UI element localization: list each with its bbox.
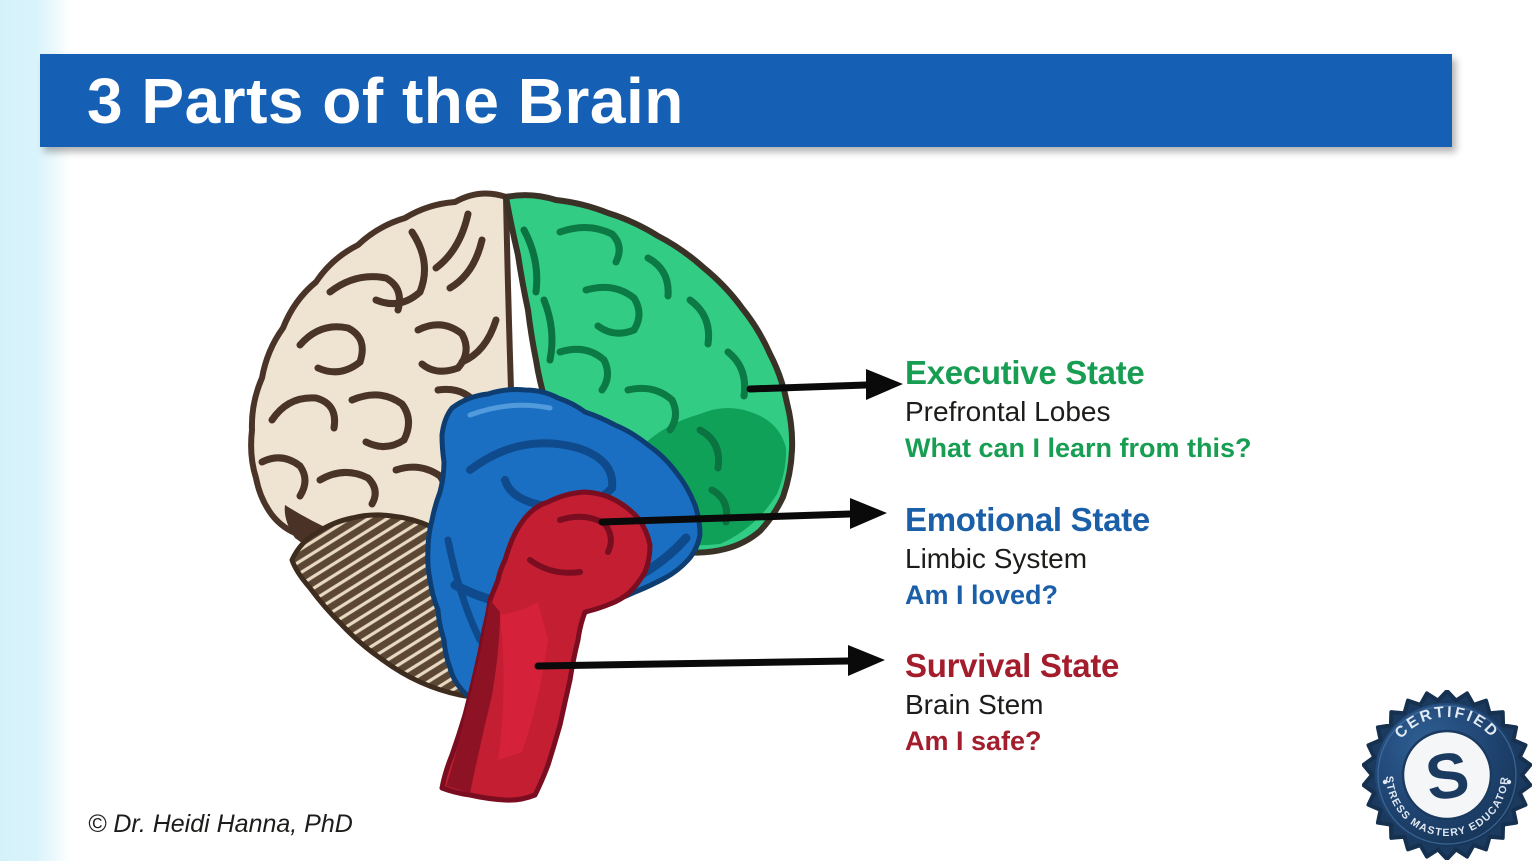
emotional-state-question: Am I loved?	[905, 580, 1059, 610]
copyright-credit: © Dr. Heidi Hanna, PhD	[88, 810, 353, 838]
executive-state-question: What can I learn from this?	[905, 433, 1252, 463]
label-survival-state: Survival State Brain Stem Am I safe?	[905, 645, 1119, 759]
executive-state-region: Prefrontal Lobes	[905, 396, 1111, 427]
certification-seal: CERTIFIED STRESS MASTERY EDUCATOR S	[1362, 690, 1532, 860]
executive-state-heading: Executive State	[905, 354, 1145, 391]
seal-monogram: S	[1421, 737, 1473, 814]
slide-title: 3 Parts of the Brain	[87, 64, 684, 137]
arrow-executive-state	[746, 369, 903, 400]
survival-state-region: Brain Stem	[905, 689, 1044, 720]
arrow-survival-state	[534, 645, 885, 676]
brain-stem	[439, 489, 653, 803]
emotional-state-region: Limbic System	[905, 543, 1088, 574]
seal-center	[1403, 731, 1491, 819]
label-executive-state: Executive State Prefrontal Lobes What ca…	[905, 352, 1252, 466]
survival-state-heading: Survival State	[905, 647, 1120, 684]
survival-state-question: Am I safe?	[905, 726, 1042, 756]
label-emotional-state: Emotional State Limbic System Am I loved…	[905, 499, 1150, 613]
title-bar: 3 Parts of the Brain	[40, 54, 1452, 147]
emotional-state-heading: Emotional State	[905, 501, 1150, 538]
arrow-emotional-state	[598, 498, 887, 529]
